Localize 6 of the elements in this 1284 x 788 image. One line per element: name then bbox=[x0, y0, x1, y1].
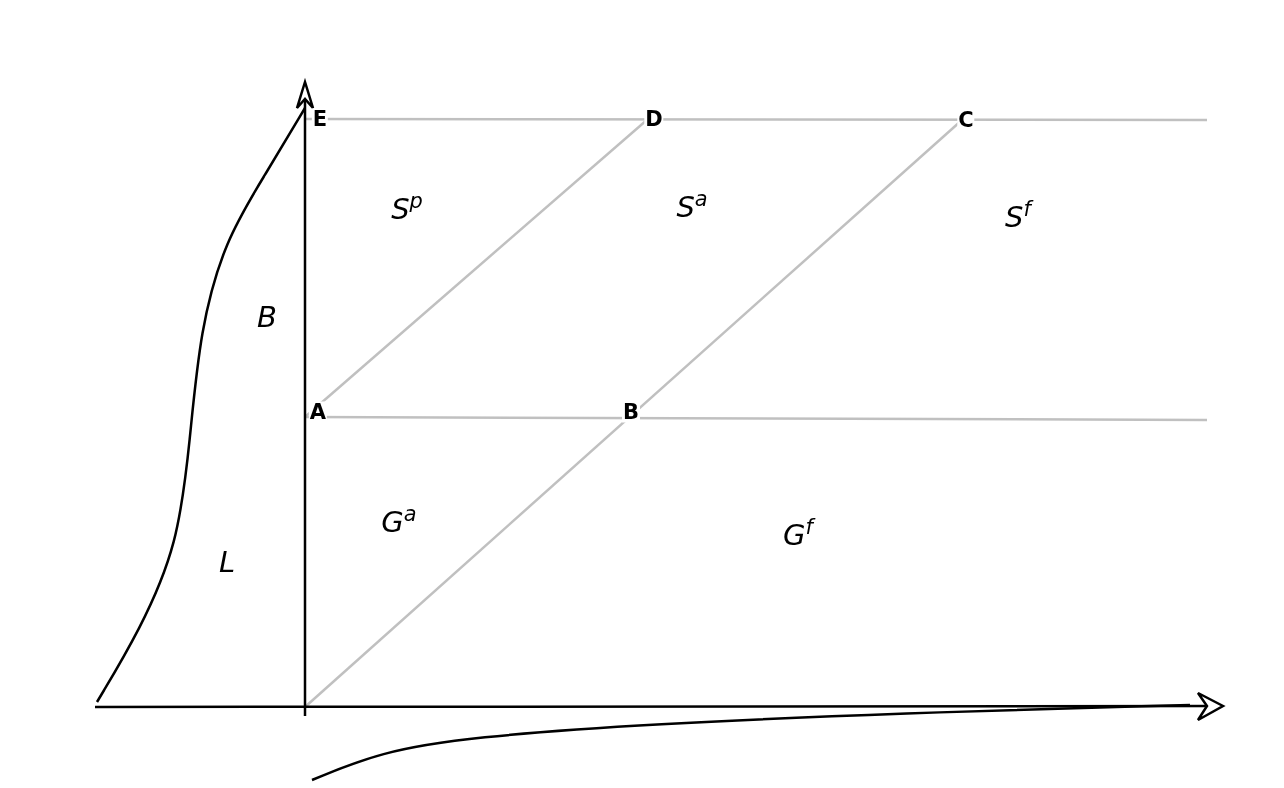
region-label: G$^{a}$ bbox=[381, 507, 417, 537]
region-label: S$^{a}$ bbox=[676, 192, 708, 222]
region-label: B bbox=[257, 302, 277, 332]
region-label: S$^{p}$ bbox=[391, 194, 423, 224]
point-label: B bbox=[622, 401, 640, 423]
region-label: L bbox=[218, 547, 236, 577]
